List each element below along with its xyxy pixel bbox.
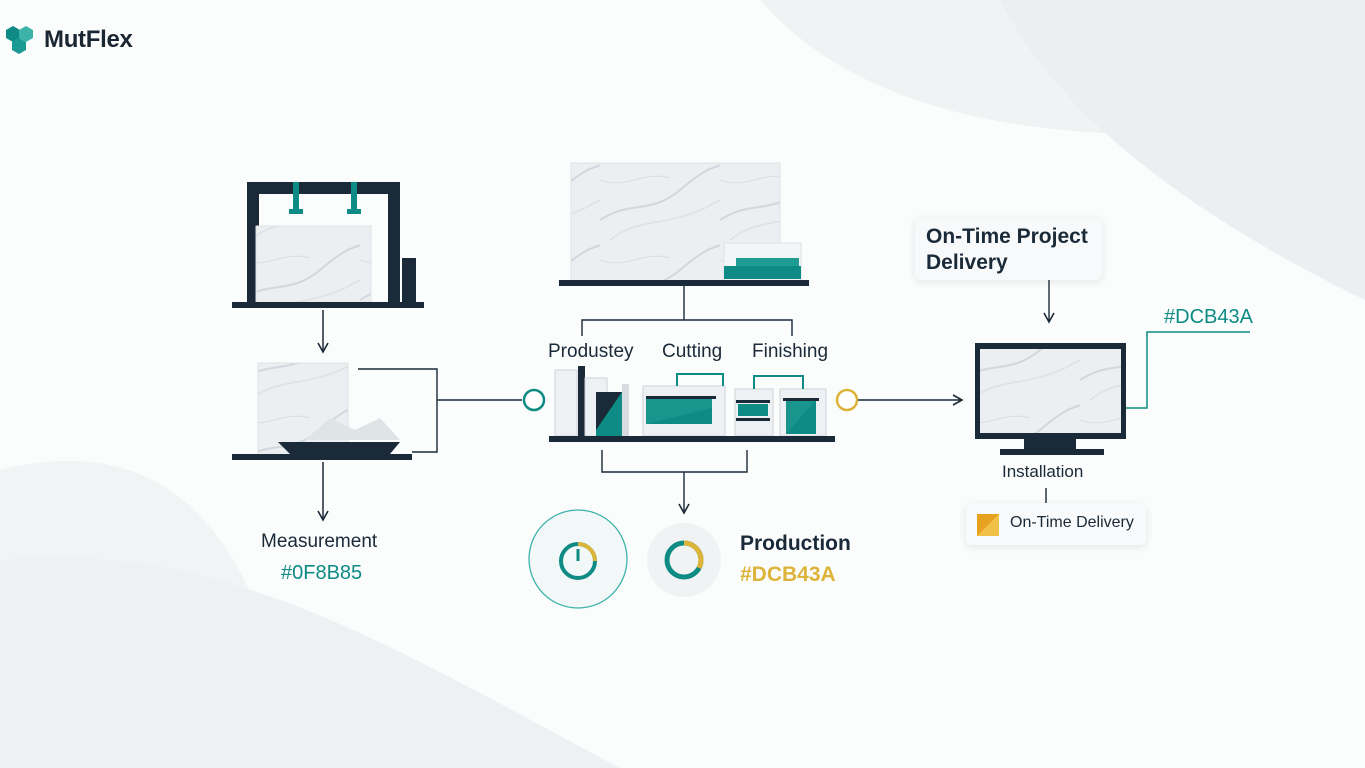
- monitor-display: [975, 343, 1126, 455]
- slab-inspection-stand: [232, 362, 412, 460]
- progress-ring: [647, 523, 721, 597]
- measurement-label: Measurement: [261, 531, 378, 552]
- production-color-code: #DCB43A: [740, 563, 836, 586]
- orange-square-icon: [977, 514, 999, 536]
- delivery-callout-card: On-Time Project Delivery: [915, 218, 1102, 280]
- stage-label-finishing: Finishing: [752, 341, 829, 362]
- brand-name: MutFlex: [44, 26, 133, 53]
- gantry-machine: [232, 182, 424, 308]
- production-line: [549, 366, 835, 442]
- stage-label-produstey: Produstey: [548, 341, 634, 362]
- brand-logo: MutFlex: [4, 25, 133, 55]
- gold-node: [835, 388, 859, 412]
- on-time-delivery-badge: On-Time Delivery: [966, 503, 1146, 545]
- production-label: Production: [740, 532, 851, 555]
- delivery-callout-text: On-Time Project Delivery: [926, 225, 1088, 274]
- stage-label-cutting: Cutting: [662, 341, 723, 362]
- on-time-delivery-label: On-Time Delivery: [1010, 514, 1134, 531]
- timer-gauge: [528, 509, 628, 609]
- hexagon-cluster-icon: [6, 26, 33, 54]
- installation-label: Installation: [1002, 462, 1084, 481]
- measurement-color-code: #0F8B85: [281, 562, 363, 584]
- teal-node: [522, 388, 546, 412]
- slab-shelf: [559, 162, 809, 286]
- installation-color-code: #DCB43A: [1164, 306, 1253, 328]
